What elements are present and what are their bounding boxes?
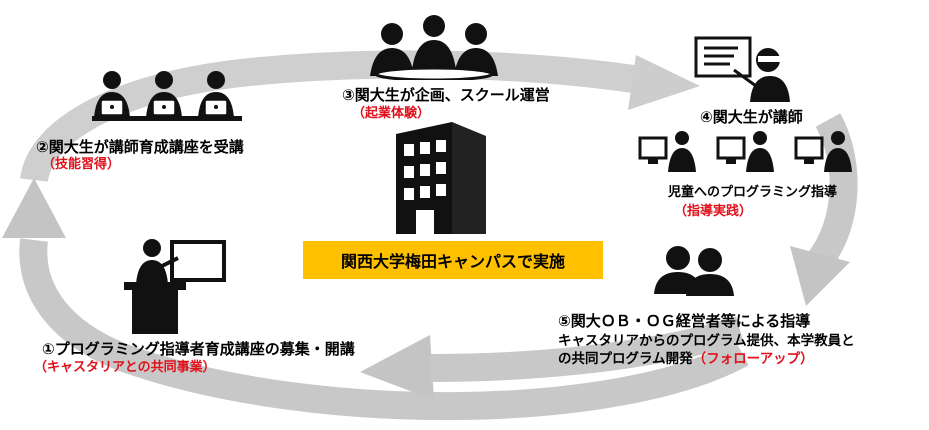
lecture-podium-icon	[124, 239, 226, 334]
step4-title: ④関大生が講師	[700, 108, 803, 126]
arrow-head-right	[790, 246, 850, 306]
meeting-table-icon	[370, 15, 498, 80]
students-laptops-icon	[92, 71, 242, 121]
arrow-band-bottom-inner	[429, 316, 745, 382]
arrow-head-left	[2, 178, 66, 238]
arrow-head-top-right	[628, 55, 700, 110]
step5-sub: （フォローアップ）	[692, 351, 814, 367]
arrow-band-top	[20, 50, 643, 183]
arrow-head-bottom	[360, 335, 434, 400]
step5-line2: キャスタリアからのプログラム提供、本学教員と	[558, 333, 855, 349]
step4-caption: 児童へのプログラミング指導	[668, 185, 838, 200]
step1-sub: （キャスタリアとの共同事業）	[34, 360, 216, 375]
step1-title: ①プログラミング指導者育成講座の募集・開講	[42, 340, 355, 358]
step3-sub: （起業体験）	[352, 106, 431, 121]
children-computers-icon	[638, 131, 852, 172]
arrow-band-bottom	[19, 238, 749, 421]
step5-title: ⑤関大ＯＢ・ＯＧ経営者等による指導	[558, 312, 811, 330]
step5-line3: の共同プログラム開発（フォローアップ）	[558, 351, 814, 368]
step4-sub: （指導実践）	[674, 204, 753, 219]
teacher-whiteboard-icon	[694, 36, 790, 102]
step2-sub: （技能習得）	[42, 157, 121, 172]
building-icon	[396, 122, 486, 234]
center-label: 関西大学梅田キャンパスで実施	[303, 241, 603, 279]
step5-line3-prefix: の共同プログラム開発	[558, 351, 693, 367]
mentors-icon	[654, 246, 734, 296]
step2-title: ②関大生が講師育成講座を受講	[36, 138, 244, 156]
step3-title: ③関大生が企画、スクール運営	[342, 86, 550, 104]
